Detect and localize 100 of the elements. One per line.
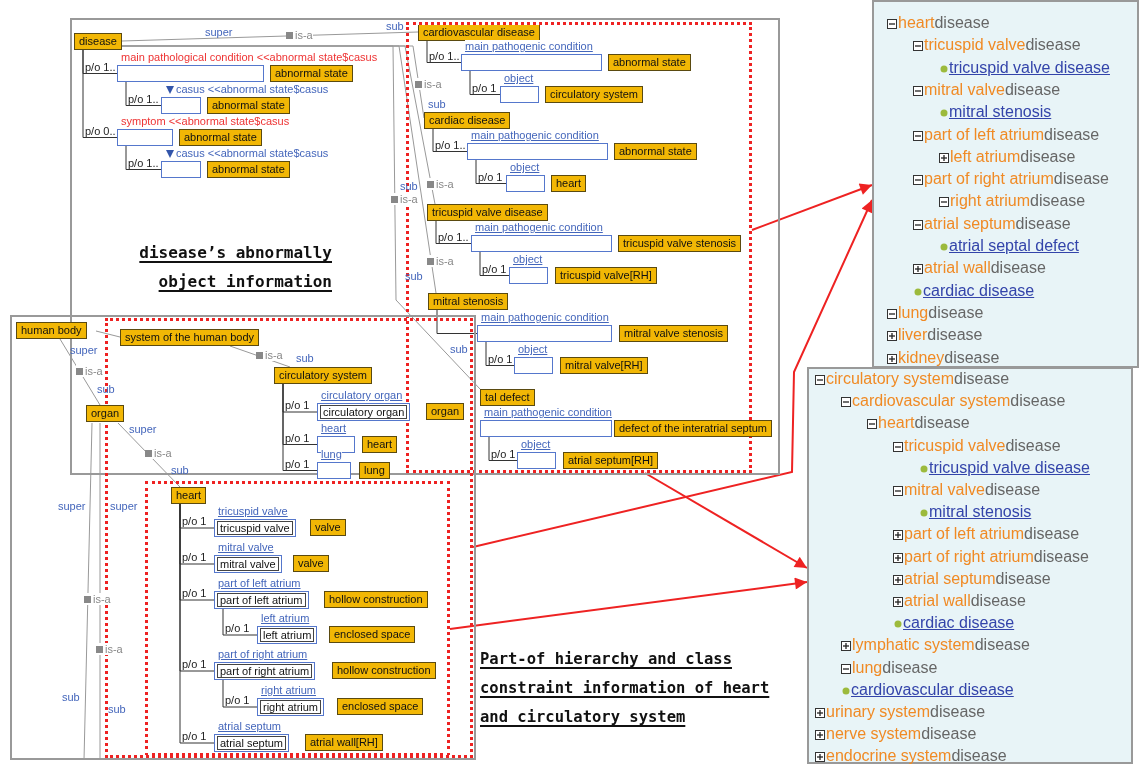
caption-text: Part-of hierarchy and class constraint information of heart and circulatory system xyxy=(480,649,771,728)
role-label: main pathogenic condition xyxy=(481,311,609,324)
class-box: heart xyxy=(362,436,398,453)
role-label: heart xyxy=(321,422,347,435)
edge-label: is-a xyxy=(427,255,454,267)
slot-box xyxy=(477,325,612,342)
role-label: part of left atrium xyxy=(218,577,301,590)
class-box: circulatory system xyxy=(545,86,644,103)
class-box: abnormal state xyxy=(207,97,290,114)
slot-box: right atrium xyxy=(257,698,325,716)
role-label: atrial septum xyxy=(218,720,281,733)
class-box: cardiovascular disease xyxy=(418,25,540,41)
edge-label: is-a xyxy=(427,178,454,190)
tree-item: endocrine systemdisease xyxy=(826,746,1007,764)
is-a-line xyxy=(59,338,101,406)
tree-item: atrial walldisease xyxy=(904,591,1026,611)
is-a-line xyxy=(121,31,419,42)
is-a-line xyxy=(117,422,181,488)
slot-box xyxy=(467,143,608,160)
edge-label: p/o 1 xyxy=(182,730,207,742)
class-box: organ xyxy=(426,403,465,420)
part-of-connector xyxy=(426,40,462,63)
end-label: sub xyxy=(428,98,446,110)
part-of-connector xyxy=(475,159,507,184)
class-box: abnormal state xyxy=(614,143,697,160)
end-label: super xyxy=(70,344,98,356)
tree-item: lungdisease xyxy=(852,657,938,678)
edge-label: p/o 1 xyxy=(472,81,497,94)
tree-item: mitral valvedisease xyxy=(904,480,1041,500)
edge-label: p/o 1.. xyxy=(85,60,116,73)
tree-item: lungdisease xyxy=(898,302,984,323)
slot-box xyxy=(461,54,602,71)
tree-item: atrial septumdisease xyxy=(924,213,1071,234)
edge-label: is-a xyxy=(145,447,172,459)
link: tricuspid valve disease xyxy=(929,457,1090,478)
edge-label: p/o 1 xyxy=(488,352,513,365)
end-label: sub xyxy=(386,20,404,32)
slot-box xyxy=(517,452,556,469)
class-box: tricuspid valve disease xyxy=(427,204,548,221)
class-box: atrial wall[RH] xyxy=(305,734,383,751)
role-label: main pathogenic condition xyxy=(484,406,612,419)
edge-label: p/o 1 xyxy=(285,457,310,470)
arrow xyxy=(449,577,808,630)
tree-item: atrial walldisease xyxy=(924,258,1046,279)
part-of-connector xyxy=(432,128,468,152)
edge-label: p/o 1 xyxy=(182,515,207,527)
role-label: casus <<abnormal state$casus xyxy=(166,83,329,96)
slot-box: tricuspid valve xyxy=(214,519,296,537)
edge-label: p/o 1.. xyxy=(435,138,466,151)
link: cardiac disease xyxy=(903,613,1015,634)
role-label: casus <<abnormal state$casus xyxy=(166,147,329,160)
class-box: atrial septum[RH] xyxy=(563,452,658,469)
part-of-connector xyxy=(222,608,258,636)
tree-item: lymphatic systemdisease xyxy=(852,635,1030,656)
slot-box xyxy=(117,129,173,146)
tree-item: urinary systemdisease xyxy=(826,702,986,722)
edge-label: p/o 1.. xyxy=(429,49,460,62)
edge-label: is-a xyxy=(415,78,442,90)
role-label: part of right atrium xyxy=(218,648,308,661)
edge-label: is-a xyxy=(391,193,418,205)
class-box: enclosed space xyxy=(329,626,416,643)
tree-item: circulatory systemdisease xyxy=(826,369,1010,389)
class-box: mitral stenosis xyxy=(428,293,509,310)
tree-item: right atriumdisease xyxy=(950,191,1086,212)
role-label: object xyxy=(513,253,543,266)
edge-label: p/o 1 xyxy=(225,694,250,706)
slot-box: circulatory organ xyxy=(317,403,411,421)
class-box: abnormal state xyxy=(270,65,353,82)
tree-item: part of left atriumdisease xyxy=(904,524,1080,545)
slot-box: atrial septum xyxy=(214,734,289,752)
tree-item: nerve systemdisease xyxy=(826,724,977,745)
edge-label: p/o 1 xyxy=(182,551,207,563)
slot-box xyxy=(117,65,264,82)
tree-item: mitral valvedisease xyxy=(924,79,1061,100)
role-label: tricuspid valve xyxy=(218,505,288,518)
role-label: left atrium xyxy=(261,612,310,625)
slot-box: part of right atrium xyxy=(214,662,316,680)
link: cardiac disease xyxy=(923,280,1035,301)
part-of-connector xyxy=(485,341,515,366)
link: cardiovascular disease xyxy=(851,679,1014,700)
class-box: heart xyxy=(551,175,587,192)
slot-box xyxy=(500,86,539,103)
class-box: tricuspid valve stenosis xyxy=(618,235,742,252)
tree-panel xyxy=(872,0,1139,368)
slot-box xyxy=(509,267,548,284)
edge-label: p/o 1.. xyxy=(438,230,469,243)
class-box: circulatory system xyxy=(274,367,373,384)
slot-box xyxy=(506,175,545,192)
edge-label: p/o 1.. xyxy=(128,156,159,169)
class-box: disease xyxy=(74,33,122,50)
role-label: lung xyxy=(321,448,342,461)
is-a-line xyxy=(121,45,481,390)
edge-label: p/o 1 xyxy=(491,447,516,460)
tree-item: cardiovascular systemdisease xyxy=(852,391,1066,412)
class-box: tricuspid valve[RH] xyxy=(555,267,657,284)
part-of-connector xyxy=(435,220,472,244)
class-box: cardiac disease xyxy=(424,112,511,129)
role-label: main pathogenic condition xyxy=(475,221,603,234)
edge-label: p/o 1 xyxy=(482,262,507,275)
class-box: enclosed space xyxy=(337,698,424,715)
